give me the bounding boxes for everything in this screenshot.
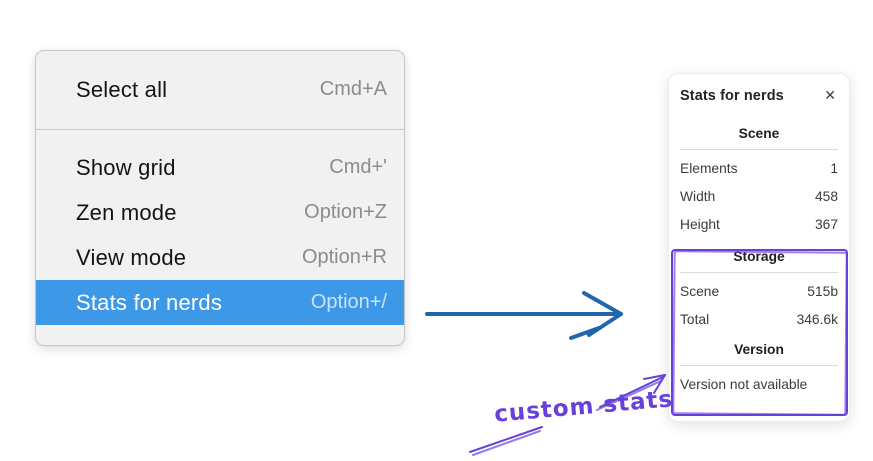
stat-label: Width [680,188,716,204]
section-heading-scene: Scene [680,126,838,150]
menu-item-label: Stats for nerds [76,289,223,315]
stat-value: 346.6k [796,311,838,327]
stat-label: Height [680,216,720,232]
stat-row-total-storage: Total 346.6k [680,305,838,333]
stats-panel: Stats for nerds ✕ Scene Elements 1 Width… [668,73,850,422]
stat-row-width: Width 458 [680,182,838,210]
context-menu: Select all Cmd+A Show grid Cmd+' Zen mod… [35,50,405,346]
menu-item-shortcut: Option+/ [310,291,387,313]
stat-row-elements: Elements 1 [680,154,838,182]
menu-divider [36,129,404,130]
version-note: Version not available [680,376,808,392]
stat-row-height: Height 367 [680,210,838,238]
menu-item-label: View mode [76,244,187,270]
menu-item-label: Zen mode [76,199,177,225]
section-heading-storage: Storage [680,249,838,273]
menu-item-stats-for-nerds[interactable]: Stats for nerds Option+/ [36,280,404,325]
annotation-label: custom stats [493,386,675,428]
stat-label: Scene [680,283,720,299]
stat-label: Elements [680,160,738,176]
stat-value: 1 [830,160,838,176]
menu-item-label: Show grid [76,154,176,180]
menu-item-label: Select all [76,76,168,102]
menu-item-shortcut: Option+R [301,246,387,268]
storage-rows: Scene 515b Total 346.6k [680,277,838,333]
close-icon[interactable]: ✕ [824,88,836,104]
stat-value: 458 [814,188,838,204]
menu-item-shortcut: Cmd+' [329,156,387,178]
right-arrow-icon [425,291,623,340]
stat-label: Total [680,311,710,327]
menu-item-shortcut: Cmd+A [319,78,387,100]
stats-panel-header: Stats for nerds ✕ [680,87,838,105]
stat-value: 515b [807,283,838,299]
section-heading-version: Version [680,342,838,366]
menu-section-main: Show grid Cmd+' Zen mode Option+Z View m… [36,130,404,342]
scene-rows: Elements 1 Width 458 Height 367 [680,154,838,238]
stat-row-scene-storage: Scene 515b [680,277,838,305]
stats-panel-title: Stats for nerds [680,88,784,104]
menu-item-shortcut: Option+Z [304,201,387,223]
menu-section-top: Select all Cmd+A [36,51,404,129]
stat-value: 367 [814,216,838,232]
menu-item-zen-mode[interactable]: Zen mode Option+Z [36,190,404,235]
menu-item-select-all[interactable]: Select all Cmd+A [36,67,404,112]
menu-item-show-grid[interactable]: Show grid Cmd+' [36,145,404,190]
menu-item-view-mode[interactable]: View mode Option+R [36,235,404,280]
